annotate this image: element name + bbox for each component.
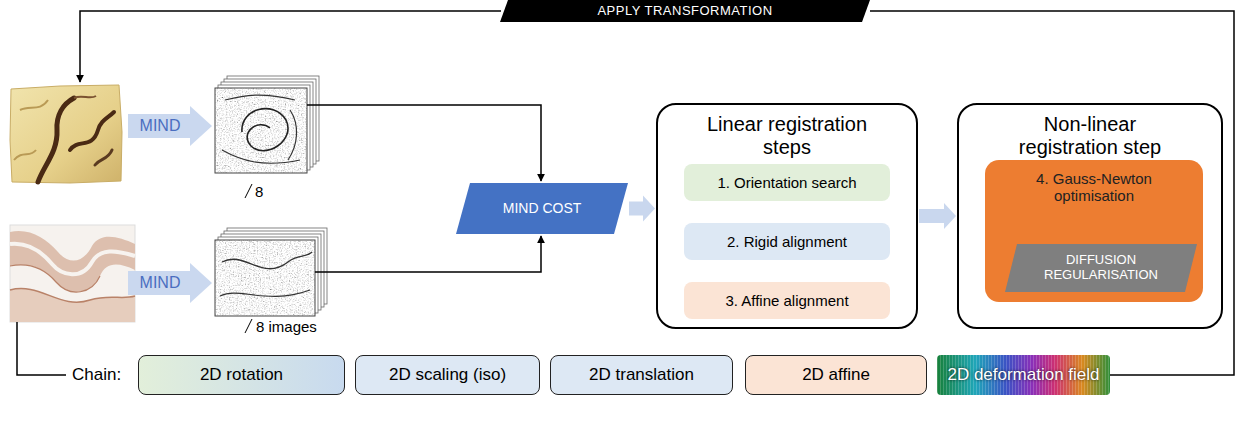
node-outline-shape — [500, 0, 870, 22]
transform-label: APPLY TRANSFORMATION — [500, 0, 870, 22]
count-label: 8 images — [256, 318, 317, 335]
node-text: MIND COST — [503, 200, 582, 216]
node-text: 1. Orientation search — [717, 174, 856, 191]
step-box: 1. Orientation search — [684, 164, 890, 201]
node-text: 2. Rigid alignment — [727, 233, 847, 250]
node-outline-shape — [128, 263, 212, 303]
stage-panel: Linear registration steps 1. Orientation … — [656, 103, 918, 329]
block-arrow-connector — [629, 196, 655, 222]
block-arrow: MIND — [128, 106, 212, 146]
node-text: 2D scaling (iso) — [389, 365, 506, 385]
node-text: 2D rotation — [200, 365, 283, 385]
step-box: 4. Gauss-Newton optimisationDIFFUSION RE… — [985, 160, 1203, 302]
feedback-line — [80, 11, 501, 82]
stack-mark — [245, 184, 252, 198]
mind-image-stack — [215, 228, 327, 316]
node-text: 2D deformation field — [947, 365, 1099, 385]
chain-box: 2D scaling (iso) — [355, 355, 540, 395]
chain-box: 2D rotation — [138, 355, 345, 395]
count-label: 8 — [255, 183, 263, 200]
feature-line — [307, 105, 541, 181]
node-outline-shape — [128, 106, 212, 146]
node-text: APPLY TRANSFORMATION — [597, 4, 772, 19]
histology-image — [10, 225, 135, 322]
node-text: Linear registration steps — [702, 113, 872, 159]
tissue-photo — [10, 85, 122, 183]
node-outline-shape — [456, 183, 628, 234]
node-text: MIND — [140, 117, 181, 135]
mind-image-stack — [215, 76, 319, 173]
chain-line — [17, 322, 66, 375]
stage-panel: Non-linear registration step4. Gauss-New… — [957, 103, 1223, 329]
chain-label: Chain: — [72, 365, 121, 385]
node-text: MIND — [140, 274, 181, 292]
node-text: Non-linear registration step — [1005, 113, 1175, 159]
block-arrow-connector — [919, 203, 956, 229]
chain-box: 2D translation — [550, 355, 733, 395]
step-box: 2. Rigid alignment — [684, 223, 890, 260]
stack-mark — [245, 319, 252, 333]
node-text: DIFFUSION REGULARISATION — [1026, 253, 1176, 283]
chain-box: 2D deformation field — [937, 355, 1110, 395]
node-text: 3. Affine alignment — [725, 292, 848, 309]
regularisation-box: DIFFUSION REGULARISATION — [1005, 244, 1197, 292]
feedback-connector — [870, 11, 1234, 375]
step-box: 3. Affine alignment — [684, 282, 890, 319]
node-outline-shape — [1005, 244, 1197, 292]
node-text: 4. Gauss-Newton optimisation — [1019, 170, 1169, 205]
node-text: 2D translation — [589, 365, 694, 385]
chain-box: 2D affine — [745, 355, 927, 395]
node-text: 2D affine — [802, 365, 870, 385]
feature-line — [315, 236, 541, 272]
cost-box: MIND COST — [456, 183, 628, 234]
block-arrow: MIND — [128, 263, 212, 303]
